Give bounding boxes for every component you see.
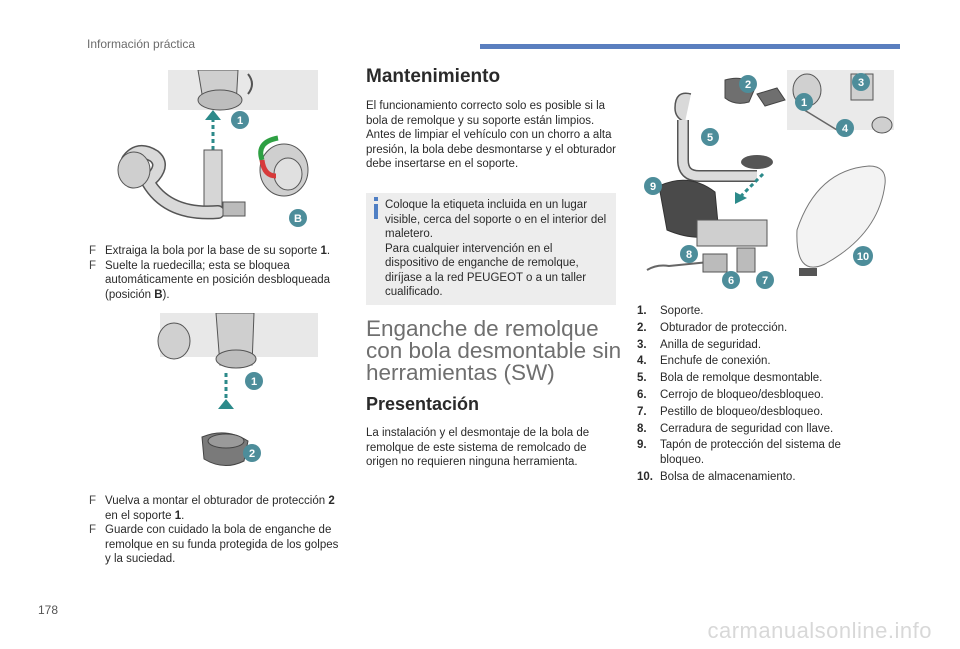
maintenance-title: Mantenimiento <box>366 66 501 87</box>
chapter-title: Enganche de remolque con bola desmontabl… <box>366 316 622 385</box>
tow-ball-removal-illustration: 1 B <box>108 70 318 232</box>
list-item: 9.Tapón de protección del sistema de blo… <box>637 439 841 466</box>
list-item: 7.Pestillo de bloqueo/desbloqueo. <box>637 405 824 418</box>
overview-label-7: 7 <box>762 275 768 287</box>
overview-label-5: 5 <box>707 132 713 144</box>
maintenance-text: El funcionamiento correcto solo es posib… <box>366 100 616 170</box>
info-icon <box>374 197 378 219</box>
list-item: 3.Anilla de seguridad. <box>637 338 762 351</box>
info-text: Coloque la etiqueta incluida en un lugar… <box>385 199 607 298</box>
figure1-label-b: B <box>294 213 302 225</box>
presentation-text: La instalación y el desmontaje de la bol… <box>366 427 590 468</box>
header-accent-bar <box>480 44 900 49</box>
section-title: Información práctica <box>87 37 196 51</box>
shutter-refit-illustration: 1 2 <box>150 313 318 483</box>
overview-label-2: 2 <box>745 79 751 91</box>
info-box: Coloque la etiqueta incluida en un lugar… <box>366 193 616 305</box>
presentation-title: Presentación <box>366 394 480 414</box>
watermark: carmanualsonline.info <box>707 618 932 643</box>
figure2-label-2: 2 <box>249 448 255 460</box>
overview-label-4: 4 <box>842 123 849 135</box>
overview-label-8: 8 <box>686 249 692 261</box>
overview-label-9: 9 <box>650 181 656 193</box>
overview-label-10: 10 <box>857 251 869 263</box>
components-overview-illustration: 2 3 1 4 5 9 8 6 7 10 <box>637 70 894 295</box>
page-number: 178 <box>38 603 59 617</box>
overview-label-1: 1 <box>801 97 807 109</box>
list-item: 2.Obturador de protección. <box>637 321 788 334</box>
overview-label-3: 3 <box>858 77 864 89</box>
list-item: 8.Cerradura de seguridad con llave. <box>637 422 834 435</box>
list-item: 6.Cerrojo de bloqueo/desbloqueo. <box>637 388 824 401</box>
list-item: 10.Bolsa de almacenamiento. <box>637 470 796 483</box>
components-list: 1.Soporte. 2.Obturador de protección. 3.… <box>637 304 870 486</box>
overview-label-6: 6 <box>728 275 734 287</box>
list-item: 1.Soporte. <box>637 305 704 317</box>
figure2-label-1: 1 <box>251 376 257 388</box>
list-item: 5.Bola de remolque desmontable. <box>637 372 823 385</box>
list-item: 4.Enchufe de conexión. <box>637 355 771 368</box>
figure1-label-1: 1 <box>237 115 243 127</box>
